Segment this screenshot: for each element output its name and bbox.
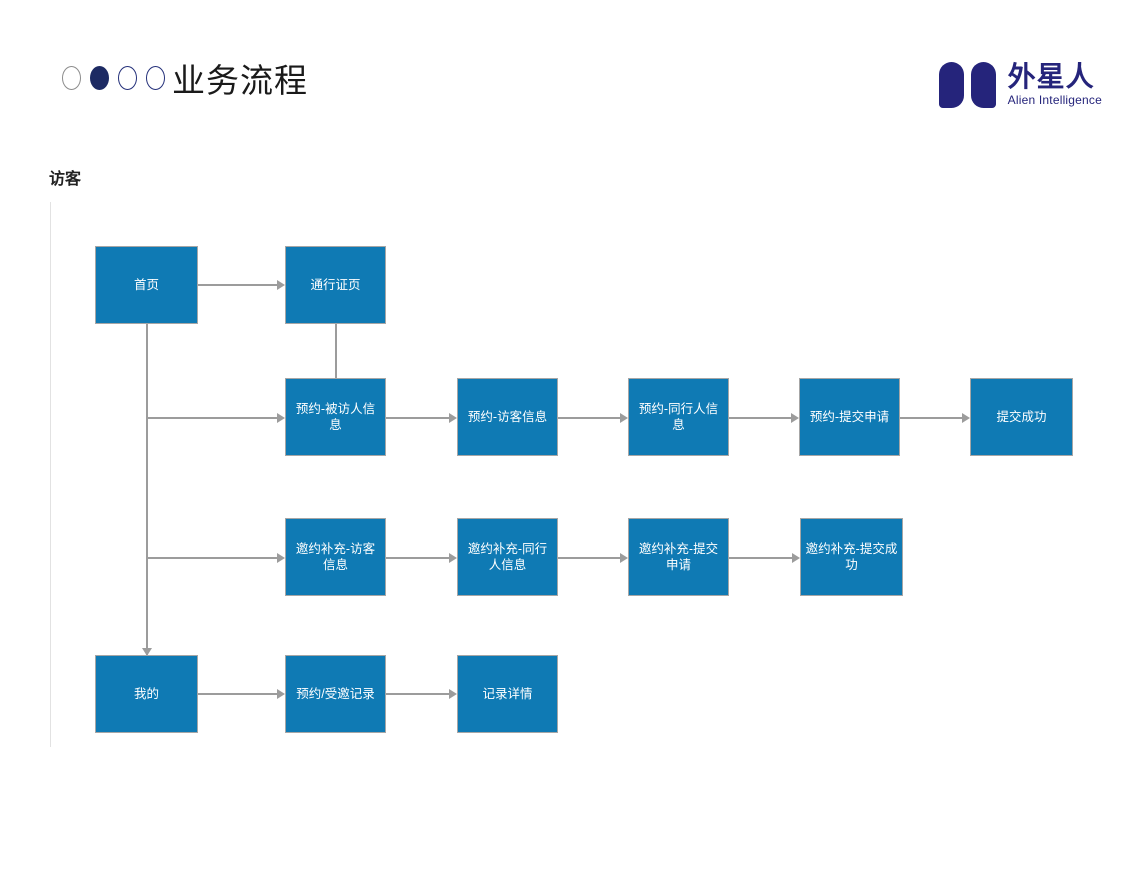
connector-appt-1-2: [386, 417, 449, 419]
arrowhead-appt-3-4-icon: [791, 413, 799, 423]
node-invite-success[interactable]: 邀约补充-提交成功: [800, 518, 903, 596]
logo-leaf-right-icon: [970, 62, 996, 108]
connector-home-trunk: [146, 324, 148, 658]
connector-appt-4-5: [900, 417, 962, 419]
arrowhead-trunk-to-invite-icon: [277, 553, 285, 563]
node-invite-success-label: 邀约补充-提交成功: [805, 542, 898, 572]
node-appt-companion-info-label: 预约-同行人信息: [638, 402, 719, 432]
dot-1-icon: [62, 66, 81, 90]
section-label-visitor: 访客: [49, 171, 82, 188]
node-appt-success[interactable]: 提交成功: [970, 378, 1073, 456]
page-title: 业务流程: [172, 62, 308, 99]
connector-pass-to-appt: [335, 324, 337, 386]
dot-3-icon: [118, 66, 137, 90]
arrowhead-trunk-to-appt-icon: [277, 413, 285, 423]
connector-appt-2-3: [558, 417, 620, 419]
node-mine-label: 我的: [133, 687, 159, 701]
node-appt-visitor-info[interactable]: 预约-访客信息: [457, 378, 558, 456]
connector-appt-3-4: [729, 417, 791, 419]
connector-invite-1-2: [386, 557, 449, 559]
connector-mine-to-records: [198, 693, 277, 695]
node-home-label: 首页: [133, 278, 159, 292]
node-invite-companion-info-label: 邀约补充-同行人信息: [467, 542, 548, 572]
logo-name-en: Alien Intelligence: [1007, 93, 1102, 107]
flow-diagram: 访客 首页 通行证页 预约-被访人信息 预约-访客信息 预约-同行人信息 预约-…: [0, 150, 1136, 872]
connector-trunk-to-invite: [146, 557, 277, 559]
node-invite-submit-label: 邀约补充-提交申请: [638, 542, 719, 572]
node-mine[interactable]: 我的: [95, 655, 198, 733]
slide-header: 业务流程 外星人 Alien Intelligence: [0, 0, 1136, 150]
connector-invite-3-4: [729, 557, 792, 559]
arrowhead-mine-to-records-icon: [277, 689, 285, 699]
logo-leaf-left-icon: [938, 62, 964, 108]
node-invite-companion-info[interactable]: 邀约补充-同行人信息: [457, 518, 558, 596]
connector-trunk-to-appt: [146, 417, 277, 419]
node-invite-visitor-info[interactable]: 邀约补充-访客信息: [285, 518, 386, 596]
progress-dots: [62, 66, 165, 90]
arrowhead-invite-2-3-icon: [620, 553, 628, 563]
node-invite-submit[interactable]: 邀约补充-提交申请: [628, 518, 729, 596]
arrowhead-trunk-to-mine-icon: [142, 648, 152, 656]
section-divider: [50, 202, 51, 747]
node-appt-submit[interactable]: 预约-提交申请: [799, 378, 900, 456]
dot-4-icon: [146, 66, 165, 90]
node-appt-visitee-info-label: 预约-被访人信息: [295, 402, 376, 432]
node-appt-invite-records-label: 预约/受邀记录: [296, 687, 375, 701]
node-pass-page[interactable]: 通行证页: [285, 246, 386, 324]
node-record-detail-label: 记录详情: [482, 687, 533, 701]
node-home[interactable]: 首页: [95, 246, 198, 324]
arrowhead-home-to-pass-icon: [277, 280, 285, 290]
arrowhead-invite-1-2-icon: [449, 553, 457, 563]
logo-name-cn: 外星人: [1007, 61, 1095, 92]
node-appt-invite-records[interactable]: 预约/受邀记录: [285, 655, 386, 733]
connector-records-to-detail: [386, 693, 449, 695]
node-appt-companion-info[interactable]: 预约-同行人信息: [628, 378, 729, 456]
node-appt-visitee-info[interactable]: 预约-被访人信息: [285, 378, 386, 456]
arrowhead-appt-2-3-icon: [620, 413, 628, 423]
node-appt-success-label: 提交成功: [996, 410, 1047, 424]
arrowhead-appt-1-2-icon: [449, 413, 457, 423]
brand-logo: 外星人 Alien Intelligence: [938, 62, 1102, 108]
node-pass-page-label: 通行证页: [310, 278, 361, 292]
arrowhead-records-to-detail-icon: [449, 689, 457, 699]
logo-text: 外星人 Alien Intelligence: [1008, 62, 1102, 108]
node-invite-visitor-info-label: 邀约补充-访客信息: [295, 542, 376, 572]
node-record-detail[interactable]: 记录详情: [457, 655, 558, 733]
dot-2-icon: [90, 66, 109, 90]
logo-mark-icon: [938, 62, 996, 108]
arrowhead-invite-3-4-icon: [792, 553, 800, 563]
connector-home-to-pass: [198, 284, 277, 286]
connector-invite-2-3: [558, 557, 620, 559]
node-appt-visitor-info-label: 预约-访客信息: [467, 410, 548, 424]
arrowhead-appt-4-5-icon: [962, 413, 970, 423]
node-appt-submit-label: 预约-提交申请: [809, 410, 890, 424]
